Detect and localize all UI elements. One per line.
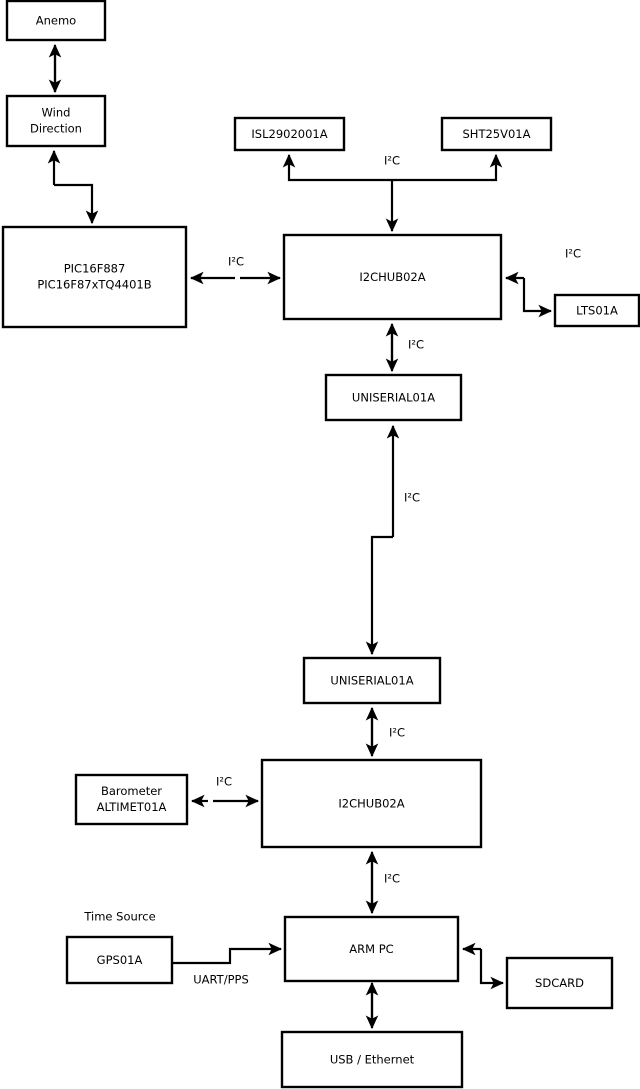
node-label-arm-pc: ARM PC [349, 942, 393, 956]
connector-uniserial-down-long [365, 535, 393, 656]
edge-label-i2c-hub-top: I²C [384, 154, 400, 168]
node-box-barometer[interactable] [74, 773, 189, 826]
node-box-wind-direction[interactable] [5, 94, 107, 148]
node-box-gps01a[interactable] [65, 935, 174, 985]
node-label-wind-direction-line1: Wind [42, 106, 71, 120]
node-label-uniserial01a-bottom: UNISERIAL01A [330, 674, 413, 688]
node-label-usb-ethernet: USB / Ethernet [330, 1053, 415, 1067]
node-wind-direction[interactable]: Wind Direction [5, 94, 107, 148]
node-box-isl2902001a[interactable] [233, 116, 346, 152]
node-box-pic[interactable] [1, 225, 188, 329]
node-arm-pc[interactable]: ARM PC [283, 915, 460, 983]
node-box-i2chub02a-top[interactable] [282, 233, 503, 321]
node-lts01a[interactable]: LTS01A [553, 293, 640, 328]
connector-gps-armpc [172, 942, 283, 965]
node-box-usb-ethernet[interactable] [280, 1030, 464, 1089]
node-uniserial01a-bottom[interactable]: UNISERIAL01A [302, 656, 442, 705]
edge-label-i2c-hub-uniserial: I²C [408, 338, 424, 352]
node-pic[interactable]: PIC16F887 PIC16F87xTQ4401B [1, 225, 188, 329]
node-label-wind-direction-line2: Direction [30, 122, 82, 136]
node-sht25v01a[interactable]: SHT25V01A [440, 116, 553, 152]
node-label-pic-line1: PIC16F887 [64, 262, 126, 276]
node-label-isl2902001a: ISL2902001A [251, 127, 327, 141]
node-i2chub02a-top[interactable]: I2CHUB02A [282, 233, 503, 321]
label-time-source: Time Source [83, 910, 155, 924]
node-box-lts01a[interactable] [553, 293, 640, 328]
node-label-pic-line2: PIC16F87xTQ4401B [37, 278, 151, 292]
node-label-uniserial01a-top: UNISERIAL01A [352, 391, 435, 405]
node-box-uniserial01a-top[interactable] [324, 373, 463, 422]
edge-label-i2c-uniserial-uniserial: I²C [404, 491, 420, 505]
node-box-i2chub02a-bottom[interactable] [260, 758, 483, 849]
node-label-barometer-line2: ALTIMET01A [97, 800, 167, 814]
node-label-lts01a: LTS01A [576, 304, 618, 318]
node-label-gps01a: GPS01A [97, 953, 143, 967]
node-label-barometer-line1: Barometer [101, 784, 162, 798]
node-i2chub02a-bottom[interactable]: I2CHUB02A [260, 758, 483, 849]
node-box-sht25v01a[interactable] [440, 116, 553, 152]
node-label-sht25v01a: SHT25V01A [463, 127, 531, 141]
node-box-anemo[interactable] [5, 0, 107, 42]
node-sdcard[interactable]: SDCARD [505, 956, 614, 1010]
node-label-anemo: Anemo [36, 14, 76, 28]
connector-hub-bus-sht [392, 153, 503, 182]
connector-hub-bus-isl [282, 153, 392, 182]
connector-layer [47, 43, 553, 1030]
edge-label-uart-pps: UART/PPS [193, 973, 249, 987]
edge-label-i2c-hub-armpc: I²C [384, 872, 400, 886]
edge-label-i2c-pic-hub: I²C [228, 255, 244, 269]
node-box-uniserial01a-bottom[interactable] [302, 656, 442, 705]
node-box-arm-pc[interactable] [283, 915, 460, 983]
node-isl2902001a[interactable]: ISL2902001A [233, 116, 346, 152]
node-label-i2chub02a-top: I2CHUB02A [359, 270, 425, 284]
edge-label-i2c-barometer: I²C [216, 775, 232, 789]
node-label-i2chub02a-bottom: I2CHUB02A [338, 797, 404, 811]
node-uniserial01a-top[interactable]: UNISERIAL01A [324, 373, 463, 422]
connector-wind-pic-down [54, 183, 99, 225]
connector-hub-lts [522, 278, 553, 318]
node-barometer[interactable]: Barometer ALTIMET01A [74, 773, 189, 826]
connector-armpc-sdcard [479, 949, 505, 990]
node-label-sdcard: SDCARD [535, 976, 584, 990]
edge-label-i2c-uniserial-hub-bottom: I²C [389, 726, 405, 740]
edge-label-i2c-lts: I²C [565, 247, 581, 261]
node-box-sdcard[interactable] [505, 956, 614, 1010]
node-gps01a[interactable]: GPS01A [65, 935, 174, 985]
node-usb-ethernet[interactable]: USB / Ethernet [280, 1030, 464, 1089]
node-anemo[interactable]: Anemo [5, 0, 107, 42]
label-layer: I²C I²C I²C I²C I²C I²C I²C I²C UART/PPS… [83, 154, 581, 987]
